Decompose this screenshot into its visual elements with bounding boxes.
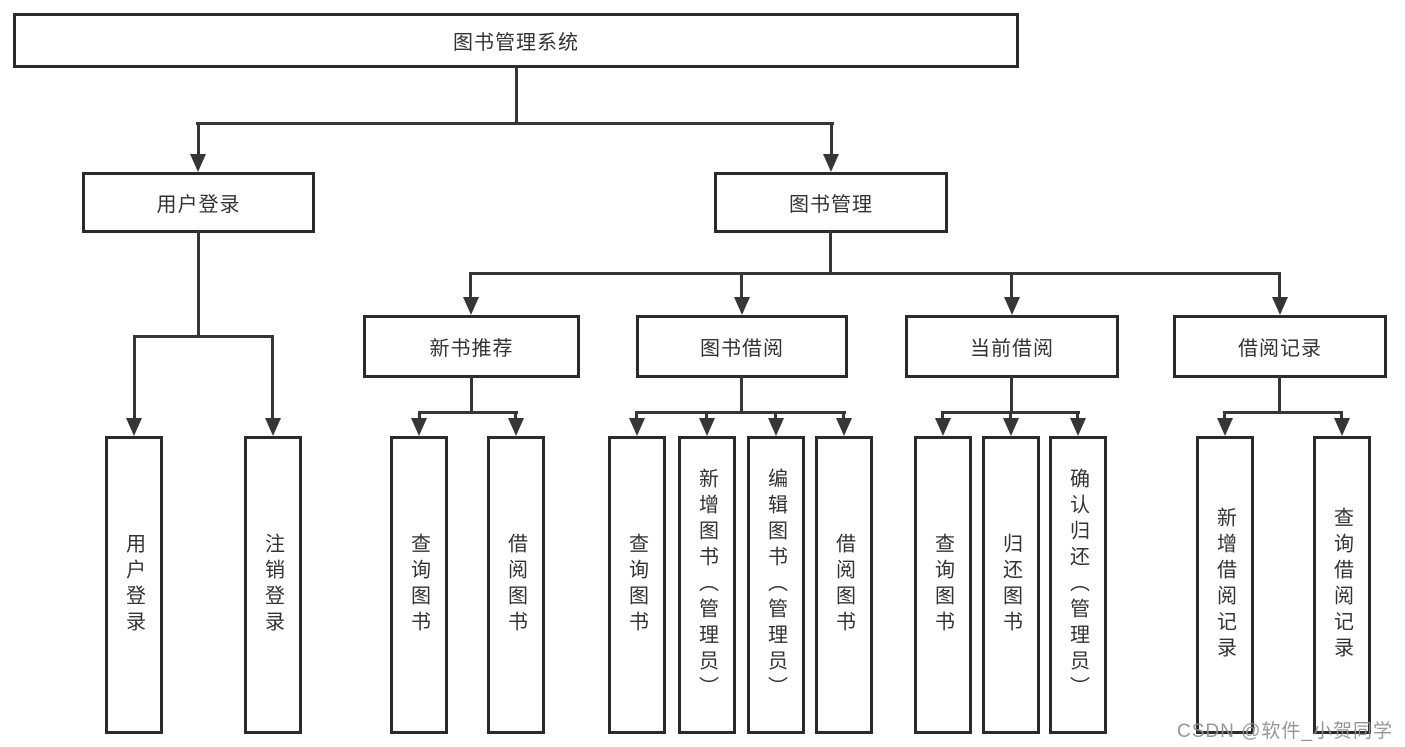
connector-vline <box>1278 272 1281 300</box>
leaf-confirm-return-admin-label: 确认归还（管理员） <box>1066 468 1089 702</box>
leaf-user-login: 用户登录 <box>105 436 163 734</box>
connector-vline <box>635 411 638 420</box>
connector-hline <box>469 272 1281 275</box>
connector-vline <box>1010 376 1013 413</box>
arrowhead-icon <box>768 418 784 436</box>
connector-vline <box>514 411 517 420</box>
node-root: 图书管理系统 <box>13 13 1019 68</box>
connector-vline <box>1076 411 1079 420</box>
connector-vline <box>1009 411 1012 420</box>
leaf-recommend-query-books: 查询图书 <box>390 436 448 734</box>
arrowhead-icon <box>411 418 427 436</box>
connector-vline <box>829 231 832 274</box>
arrowhead-icon <box>508 418 524 436</box>
node-user-login: 用户登录 <box>82 172 315 233</box>
node-borrowing-records: 借阅记录 <box>1173 315 1387 378</box>
leaf-borrowing-query-books-label: 查询图书 <box>625 533 648 637</box>
connector-vline <box>941 411 944 420</box>
leaf-current-query-books-label: 查询图书 <box>931 533 954 637</box>
connector-vline <box>271 335 274 420</box>
connector-vline <box>470 376 473 413</box>
connector-vline <box>1223 411 1226 420</box>
arrowhead-icon <box>265 418 281 436</box>
connector-vline <box>197 231 200 337</box>
node-user-login-label: 用户登录 <box>156 194 241 216</box>
connector-vline <box>515 68 518 124</box>
arrowhead-icon <box>699 418 715 436</box>
connector-vline <box>830 122 833 156</box>
arrowhead-icon <box>1004 297 1020 315</box>
arrowhead-icon <box>734 297 750 315</box>
arrowhead-icon <box>126 418 142 436</box>
arrowhead-icon <box>836 418 852 436</box>
leaf-borrowing-borrow-books-label: 借阅图书 <box>832 533 855 637</box>
leaf-add-books-admin: 新增图书（管理员） <box>678 436 736 734</box>
node-root-label: 图书管理系统 <box>453 32 579 54</box>
arrowhead-icon <box>935 418 951 436</box>
arrowhead-icon <box>823 154 839 172</box>
arrowhead-icon <box>1070 418 1086 436</box>
node-new-book-recommend-label: 新书推荐 <box>429 338 514 360</box>
leaf-edit-books-admin-label: 编辑图书（管理员） <box>764 468 787 702</box>
arrowhead-icon <box>463 297 479 315</box>
connector-vline <box>1278 376 1281 413</box>
connector-hline <box>133 335 274 338</box>
connector-hline <box>636 411 846 414</box>
connector-hline <box>196 122 834 125</box>
connector-vline <box>469 272 472 300</box>
leaf-borrowing-borrow-books: 借阅图书 <box>815 436 873 734</box>
connector-hline <box>1224 411 1343 414</box>
connector-vline <box>740 272 743 300</box>
arrowhead-icon <box>1003 418 1019 436</box>
node-book-management: 图书管理 <box>714 172 948 233</box>
leaf-recommend-borrow-books: 借阅图书 <box>487 436 545 734</box>
leaf-query-borrow-record: 查询借阅记录 <box>1313 436 1371 734</box>
connector-vline <box>705 411 708 420</box>
connector-vline <box>1010 272 1013 300</box>
leaf-add-borrow-record: 新增借阅记录 <box>1196 436 1254 734</box>
connector-hline <box>418 411 518 414</box>
connector-vline <box>133 335 136 420</box>
node-borrowing-records-label: 借阅记录 <box>1238 338 1322 360</box>
leaf-user-login-label: 用户登录 <box>122 533 145 637</box>
node-current-borrowing: 当前借阅 <box>905 315 1119 378</box>
node-book-borrowing: 图书借阅 <box>636 315 848 378</box>
leaf-recommend-borrow-books-label: 借阅图书 <box>504 533 527 637</box>
node-current-borrowing-label: 当前借阅 <box>970 338 1054 360</box>
connector-vline <box>740 376 743 413</box>
node-new-book-recommend: 新书推荐 <box>363 315 580 378</box>
leaf-return-books: 归还图书 <box>982 436 1040 734</box>
arrowhead-icon <box>1217 418 1233 436</box>
node-book-management-label: 图书管理 <box>789 194 873 216</box>
connector-vline <box>418 411 421 420</box>
connector-vline <box>197 122 200 156</box>
connector-vline <box>774 411 777 420</box>
leaf-add-books-admin-label: 新增图书（管理员） <box>695 468 718 702</box>
leaf-edit-books-admin: 编辑图书（管理员） <box>747 436 805 734</box>
connector-vline <box>1340 411 1343 420</box>
arrowhead-icon <box>190 154 206 172</box>
arrowhead-icon <box>629 418 645 436</box>
leaf-recommend-query-books-label: 查询图书 <box>407 533 430 637</box>
leaf-query-borrow-record-label: 查询借阅记录 <box>1330 507 1353 663</box>
leaf-add-borrow-record-label: 新增借阅记录 <box>1213 507 1236 663</box>
connector-vline <box>842 411 845 420</box>
arrowhead-icon <box>1334 418 1350 436</box>
leaf-logout: 注销登录 <box>244 436 302 734</box>
arrowhead-icon <box>1272 297 1288 315</box>
leaf-logout-label: 注销登录 <box>261 533 284 637</box>
leaf-confirm-return-admin: 确认归还（管理员） <box>1049 436 1107 734</box>
csdn-watermark: CSDN @软件_小贺同学 <box>1177 721 1393 742</box>
leaf-return-books-label: 归还图书 <box>999 533 1022 637</box>
leaf-current-query-books: 查询图书 <box>914 436 972 734</box>
node-book-borrowing-label: 图书借阅 <box>700 338 784 360</box>
leaf-borrowing-query-books: 查询图书 <box>608 436 666 734</box>
